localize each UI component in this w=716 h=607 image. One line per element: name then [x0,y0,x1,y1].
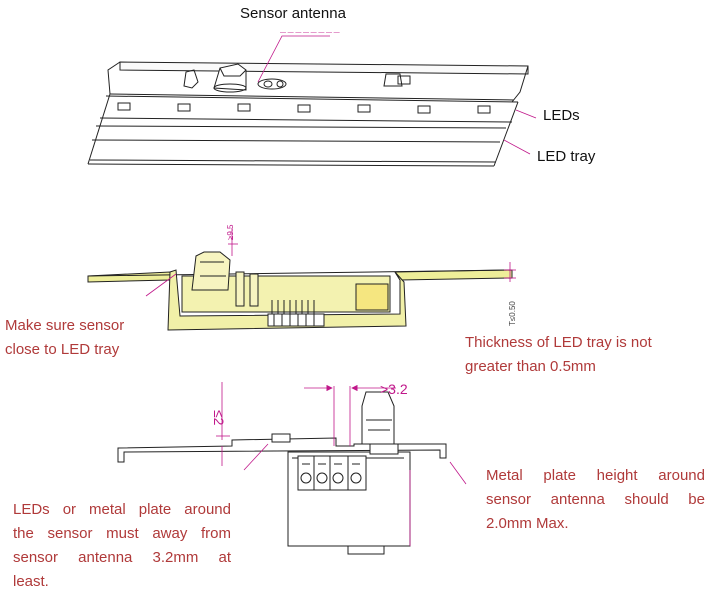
led-tray-isometric-view [87,61,529,167]
antenna-lens [361,391,399,455]
note-line: Metal plate height around [486,467,705,484]
note-line: greater than 0.5mm [465,358,596,375]
label-led-tray: LED tray [537,148,596,165]
clip-left [183,69,199,89]
dim-height-2: ≤2 [211,410,227,426]
note-make-sure: Make sure sensor close to LED tray [5,314,165,362]
top-leaders [257,35,537,155]
bottom-detail-view [117,391,447,555]
dim-gap-32: >3.2 [380,381,408,397]
note-line: Make sure sensor [5,317,125,334]
note-leds-metal: LEDs or metal plate around the sensor mu… [13,498,231,594]
label-sensor-antenna: Sensor antenna [240,5,346,22]
screw-hole [257,78,287,90]
bottom-dimension-lines [216,382,467,546]
dim-thickness: T≤0.50 [508,301,517,326]
middle-dimension-lines [145,228,516,297]
note-line: sensor antenna 3.2mm at [13,549,231,566]
note-line: Thickness of LED tray is not [465,334,652,351]
note-metal-plate: Metal plate height around sensor antenna… [486,464,705,536]
note-line: least. [13,573,49,590]
sensor-antenna-shape [213,63,247,93]
connector-pins [267,300,325,327]
note-line: sensor antenna should be [486,491,705,508]
label-leds: LEDs [543,107,580,124]
led-rect-row [117,102,491,114]
note-line: 2.0mm Max. [486,515,569,532]
note-line: LEDs or metal plate around [13,501,231,518]
clip-right [383,73,403,87]
note-thickness: Thickness of LED tray is not greater tha… [465,331,695,379]
note-line: the sensor must away from [13,525,231,542]
tiny-dim-text: — — — — — — — — [280,30,340,36]
dim-95: ≥9.5 [226,224,235,240]
cross-section-view [87,251,513,331]
note-line: close to LED tray [5,341,120,358]
terminal-block [297,455,367,491]
